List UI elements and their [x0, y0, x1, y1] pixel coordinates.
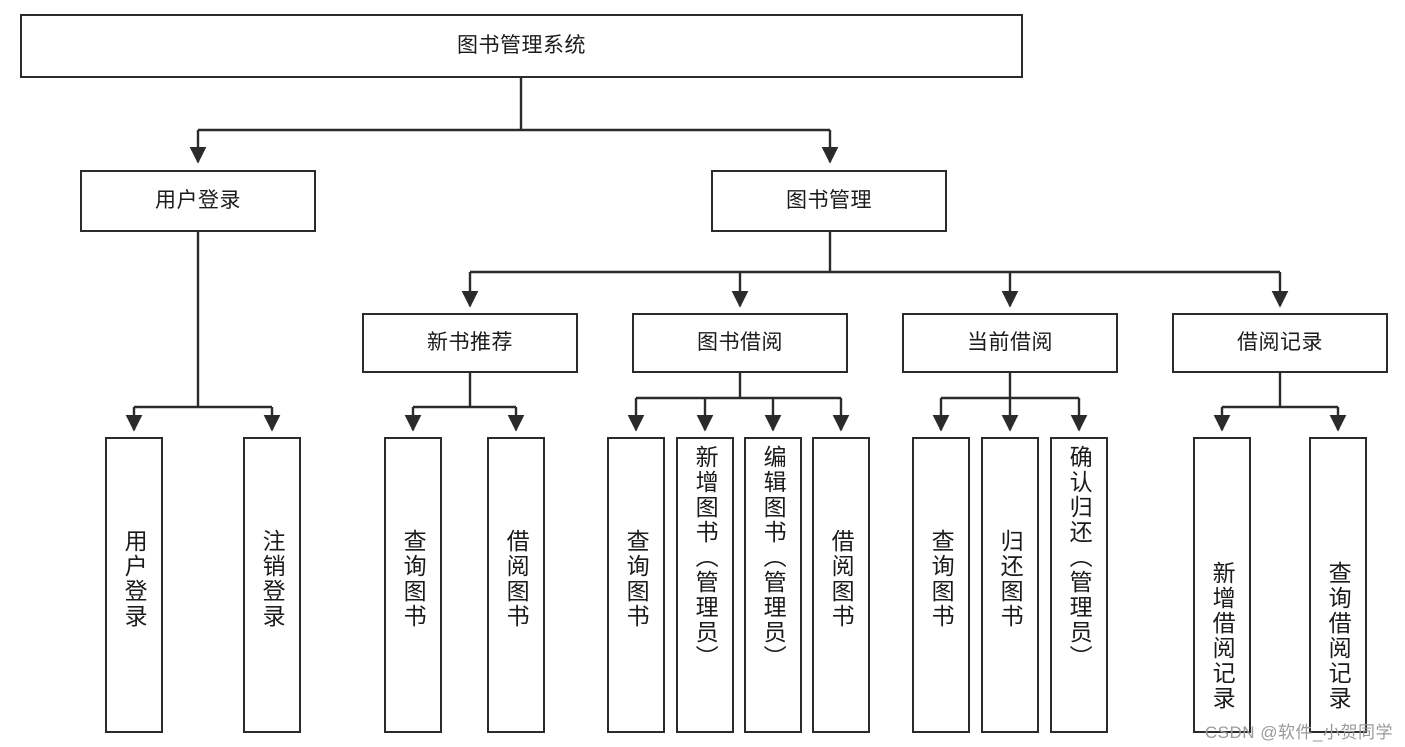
leaf-label: 新增借阅记录 [1209, 561, 1236, 711]
node-user-login-label: 用户登录 [155, 188, 241, 212]
node-root[interactable]: 图书管理系统 [20, 14, 1023, 78]
leaf-user-login-logout[interactable]: 注销登录 [243, 437, 301, 733]
leaf-label: 归还图书 [997, 529, 1024, 629]
node-new-book-recommend-label: 新书推荐 [427, 330, 513, 354]
leaf-label: 确认归还（管理员） [1066, 445, 1093, 670]
leaf-new-book-query[interactable]: 查询图书 [384, 437, 442, 733]
node-book-borrow[interactable]: 图书借阅 [632, 313, 848, 373]
leaf-current-borrow-query[interactable]: 查询图书 [912, 437, 970, 733]
leaf-label: 查询图书 [928, 529, 955, 629]
leaf-label: 借阅图书 [503, 529, 530, 629]
node-current-borrow-label: 当前借阅 [967, 330, 1053, 354]
node-book-management[interactable]: 图书管理 [711, 170, 947, 232]
leaf-label: 新增图书（管理员） [692, 445, 719, 670]
node-new-book-recommend[interactable]: 新书推荐 [362, 313, 578, 373]
node-book-borrow-label: 图书借阅 [697, 330, 783, 354]
leaf-current-borrow-return[interactable]: 归还图书 [981, 437, 1039, 733]
node-user-login[interactable]: 用户登录 [80, 170, 316, 232]
node-book-management-label: 图书管理 [786, 188, 872, 212]
leaf-book-borrow-add[interactable]: 新增图书（管理员） [676, 437, 734, 733]
leaf-current-borrow-confirm[interactable]: 确认归还（管理员） [1050, 437, 1108, 733]
leaf-book-borrow-edit[interactable]: 编辑图书（管理员） [744, 437, 802, 733]
leaf-label: 编辑图书（管理员） [760, 445, 787, 670]
leaf-new-book-borrow[interactable]: 借阅图书 [487, 437, 545, 733]
leaf-borrow-record-query[interactable]: 查询借阅记录 [1309, 437, 1367, 733]
leaf-label: 查询借阅记录 [1325, 561, 1352, 711]
node-borrow-record-label: 借阅记录 [1237, 330, 1323, 354]
leaf-book-borrow-borrow[interactable]: 借阅图书 [812, 437, 870, 733]
node-borrow-record[interactable]: 借阅记录 [1172, 313, 1388, 373]
node-root-label: 图书管理系统 [457, 33, 586, 57]
leaf-borrow-record-add[interactable]: 新增借阅记录 [1193, 437, 1251, 733]
leaf-label: 注销登录 [259, 529, 286, 629]
leaf-user-login-login[interactable]: 用户登录 [105, 437, 163, 733]
leaf-label: 查询图书 [400, 529, 427, 629]
node-current-borrow[interactable]: 当前借阅 [902, 313, 1118, 373]
leaf-label: 查询图书 [623, 529, 650, 629]
leaf-label: 用户登录 [121, 529, 148, 629]
leaf-book-borrow-query[interactable]: 查询图书 [607, 437, 665, 733]
leaf-label: 借阅图书 [828, 529, 855, 629]
